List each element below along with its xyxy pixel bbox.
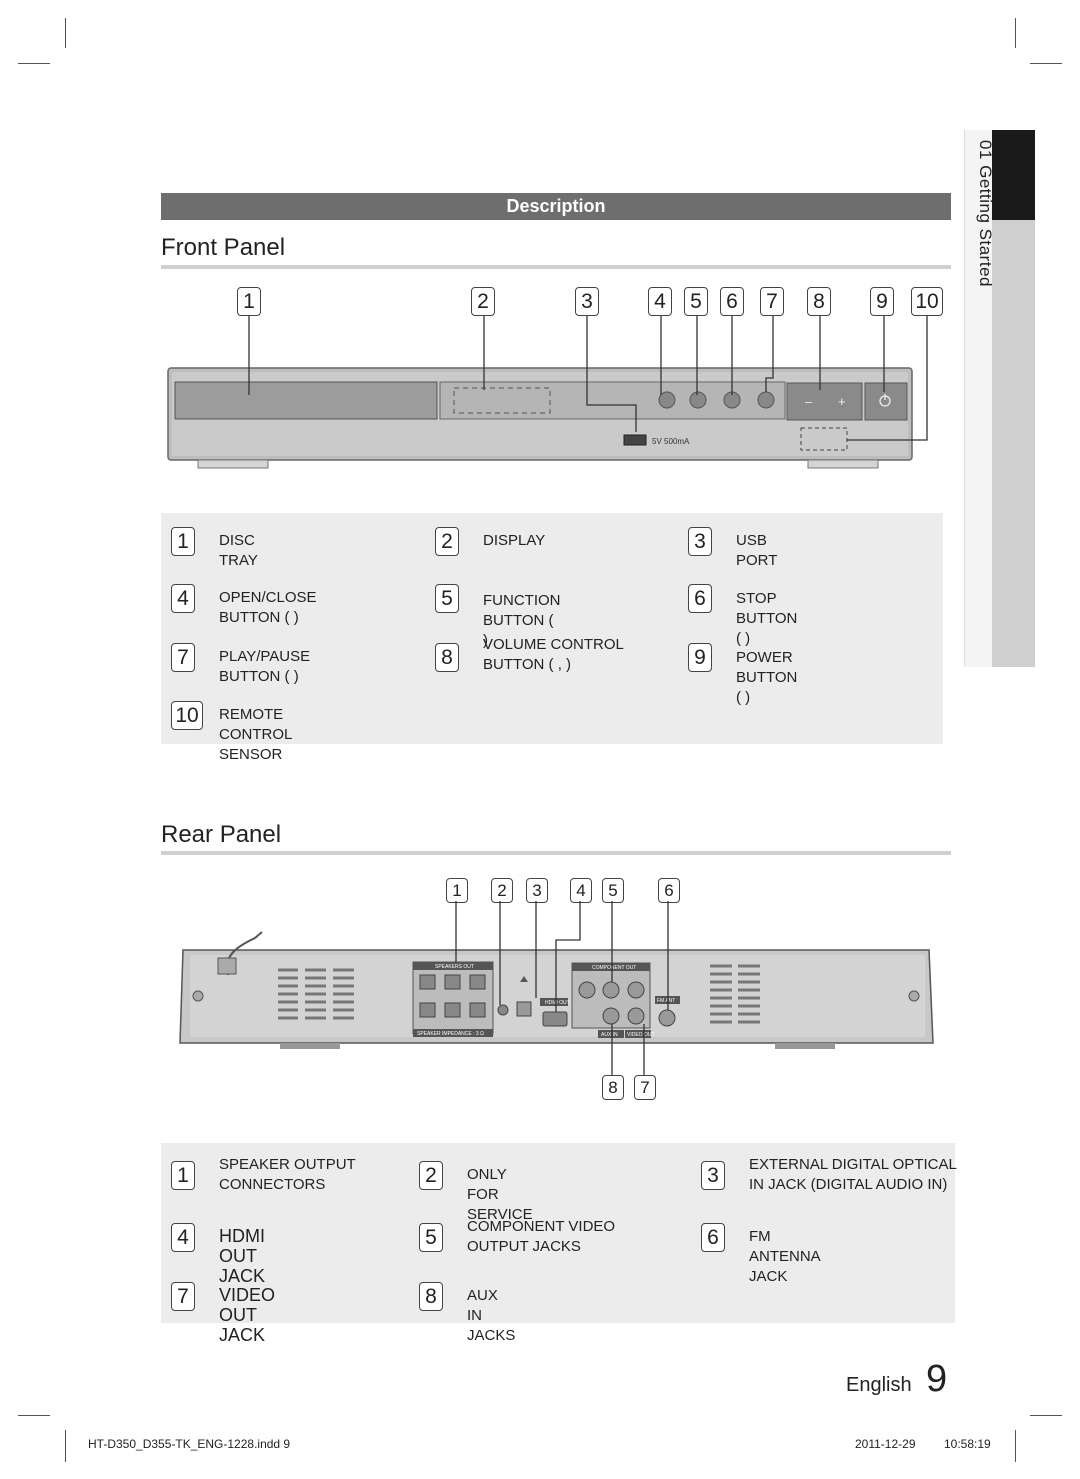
callout-8: 8 — [602, 1075, 624, 1100]
crop-mark — [1030, 63, 1062, 64]
svg-text:SPEAKER IMPEDANCE : 3 Ω: SPEAKER IMPEDANCE : 3 Ω — [417, 1031, 484, 1037]
callout-10: 10 — [911, 287, 943, 316]
svg-text:HDMI OUT: HDMI OUT — [545, 1000, 570, 1006]
crop-mark — [65, 18, 66, 48]
callout-1: 1 — [446, 878, 468, 903]
callout-3: 3 — [575, 287, 599, 316]
callout-4: 4 — [570, 878, 592, 903]
callout-2: 2 — [471, 287, 495, 316]
front-panel-legend: 1 DISC TRAY 2 DISPLAY 3 USB PORT 4 OPEN/… — [161, 513, 943, 763]
rear-panel-diagram: SPEAKERS OUT SPEAKER IMPEDANCE : 3 Ω HDM… — [179, 901, 934, 1075]
callout-7: 7 — [760, 287, 784, 316]
svg-text:–: – — [805, 394, 813, 409]
crop-mark — [18, 63, 50, 64]
svg-text:AUX IN: AUX IN — [601, 1032, 618, 1038]
print-date: 2011-12-29 — [855, 1437, 916, 1451]
svg-text:COMPONENT OUT: COMPONENT OUT — [592, 965, 636, 971]
crop-mark — [1015, 1430, 1016, 1462]
callout-6: 6 — [720, 287, 744, 316]
chapter-label: 01 Getting Started — [976, 140, 995, 287]
crop-mark — [65, 1430, 66, 1462]
crop-mark — [1030, 1415, 1062, 1416]
front-panel-title: Front Panel — [161, 234, 286, 261]
crop-mark — [1015, 18, 1016, 48]
divider — [161, 265, 951, 269]
crop-mark — [18, 1415, 50, 1416]
side-tab-strip — [992, 220, 1035, 667]
callout-3: 3 — [526, 878, 548, 903]
rear-panel-legend: 1 SPEAKER OUTPUT CONNECTORS 2 ONLY FOR S… — [161, 1143, 956, 1345]
callout-2: 2 — [491, 878, 513, 903]
side-tab — [964, 130, 993, 667]
svg-text:VIDEO OUT: VIDEO OUT — [627, 1032, 655, 1038]
section-bar: Description — [161, 193, 951, 220]
callout-9: 9 — [870, 287, 894, 316]
svg-text:FM ANT: FM ANT — [657, 998, 675, 1004]
callout-5: 5 — [602, 878, 624, 903]
rear-panel-title: Rear Panel — [161, 821, 282, 848]
language-label: English — [846, 1374, 912, 1396]
print-time: 10:58:19 — [944, 1437, 991, 1451]
svg-text:5V 500mA: 5V 500mA — [652, 437, 690, 446]
callout-5: 5 — [684, 287, 708, 316]
front-panel-diagram: – + 5V 500mA — [167, 315, 928, 469]
file-name: HT-D350_D355-TK_ENG-1228.indd 9 — [88, 1437, 291, 1451]
callout-7: 7 — [634, 1075, 656, 1100]
divider — [161, 851, 951, 855]
page-number: 9 — [926, 1358, 948, 1400]
svg-text:+: + — [838, 394, 846, 409]
callout-8: 8 — [807, 287, 831, 316]
side-tab-marker — [992, 130, 1035, 220]
callout-6: 6 — [658, 878, 680, 903]
callout-4: 4 — [648, 287, 672, 316]
callout-1: 1 — [237, 287, 261, 316]
svg-text:SPEAKERS OUT: SPEAKERS OUT — [435, 964, 474, 970]
